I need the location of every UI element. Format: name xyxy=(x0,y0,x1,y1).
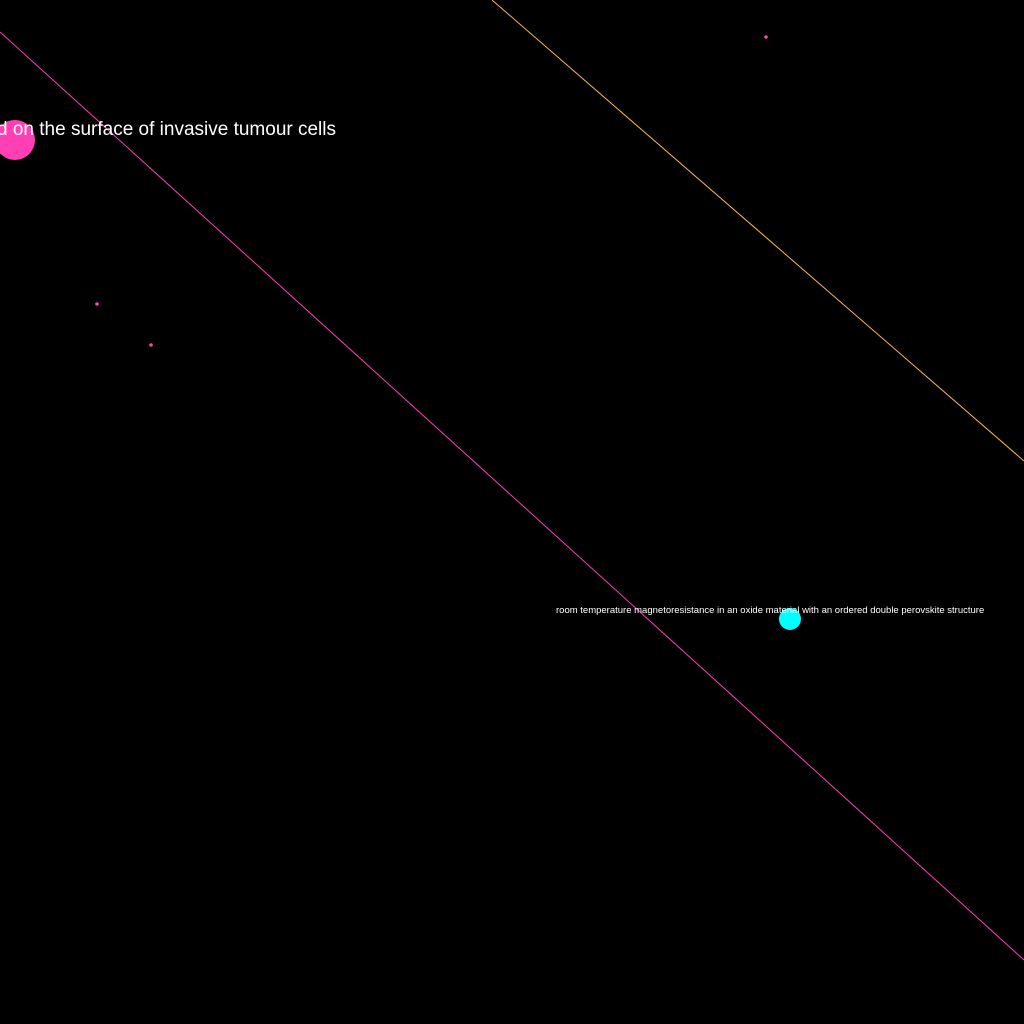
node-dot[interactable] xyxy=(764,35,768,39)
edge-pink xyxy=(0,31,1024,961)
edge-orange xyxy=(491,0,1024,462)
node-label-perovskite: room temperature magnetoresistance in an… xyxy=(556,605,985,616)
node-dot[interactable] xyxy=(149,343,153,347)
node-dot[interactable] xyxy=(95,302,99,306)
node-perovskite[interactable] xyxy=(779,608,801,630)
node-tumour[interactable] xyxy=(0,120,35,160)
node-label-tumour: d on the surface of invasive tumour cell… xyxy=(0,119,337,140)
